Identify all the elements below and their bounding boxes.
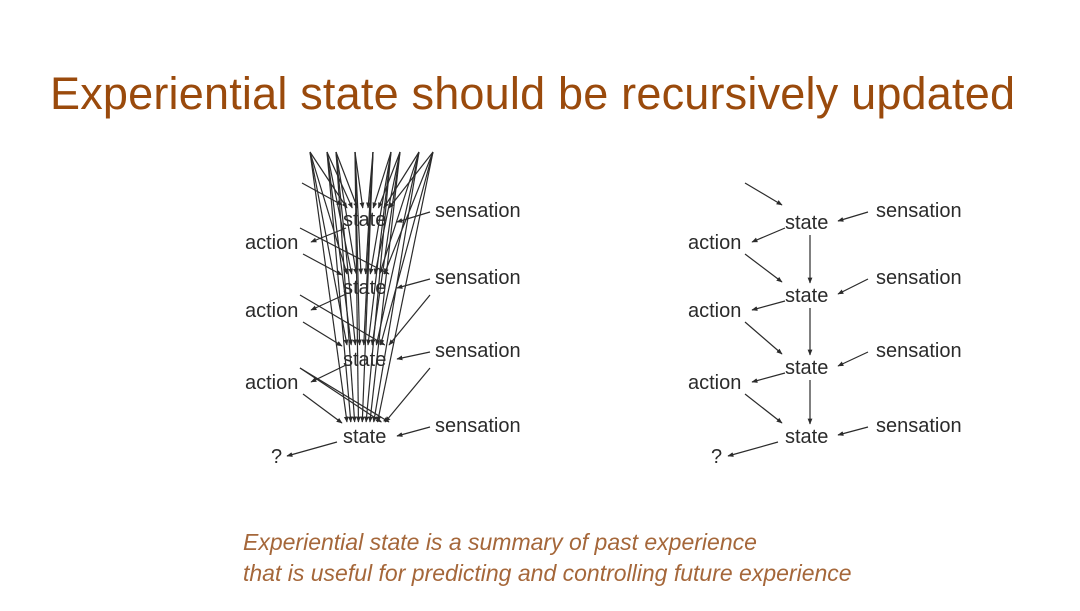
right-sensation-4: sensation: [876, 415, 962, 437]
caption: Experiential state is a summary of past …: [243, 527, 852, 589]
history-to-state-arrow: [354, 151, 365, 209]
caption-line-2: that is useful for predicting and contro…: [243, 560, 852, 586]
sensation-to-state-arrow: [396, 351, 431, 361]
history-to-state-arrow: [377, 151, 401, 209]
right-final-output: ?: [711, 446, 722, 468]
left-sensation-1: sensation: [435, 200, 521, 222]
history-to-state-arrow: [335, 151, 358, 346]
action-to-state-arrow: [302, 253, 343, 276]
sensation-to-state-arrow: [837, 426, 869, 436]
history-to-state-arrow: [368, 151, 392, 275]
previous-to-state-arrow: [301, 182, 343, 206]
left-diagram-full-history: state state state state sensation sensat…: [245, 151, 521, 468]
left-state-1: state: [343, 209, 386, 231]
history-to-state-arrow: [364, 151, 392, 423]
sensation-to-state-arrow: [837, 278, 869, 295]
history-to-state-arrow: [299, 367, 390, 423]
right-state-3: state: [785, 357, 828, 379]
history-to-state-arrow: [372, 151, 420, 423]
state-to-action-arrow: [751, 300, 786, 311]
history-to-state-arrow: [335, 151, 357, 423]
state-to-action-arrow: [751, 227, 786, 243]
right-action-2: action: [688, 300, 741, 322]
left-action-2: action: [245, 300, 298, 322]
left-sensation-3: sensation: [435, 340, 521, 362]
left-final-output: ?: [271, 446, 282, 468]
history-to-state-arrow: [376, 151, 434, 423]
action-to-state-arrow: [744, 253, 783, 283]
history-to-state-arrow: [366, 151, 392, 346]
left-state-4: state: [343, 426, 386, 448]
left-action-1: action: [245, 232, 298, 254]
history-to-state-arrow: [375, 151, 420, 346]
history-to-state-arrow: [309, 151, 348, 275]
state-to-action-arrow: [310, 227, 347, 243]
right-sensation-1: sensation: [876, 200, 962, 222]
right-diagram-recursive-update: state state state state sensation sensat…: [688, 182, 962, 468]
history-to-state-arrow: [388, 294, 431, 346]
history-to-state-arrow: [370, 151, 401, 346]
state-to-output-arrow: [286, 441, 338, 457]
history-to-state-arrow: [326, 151, 353, 209]
right-state-2: state: [785, 285, 828, 307]
history-to-state-arrow: [335, 151, 358, 275]
right-diagram-arrows: [727, 182, 869, 457]
history-to-state-arrow: [354, 151, 361, 423]
history-to-state-arrow: [383, 151, 420, 209]
right-sensation-2: sensation: [876, 267, 962, 289]
history-to-state-arrow: [299, 227, 390, 275]
sensation-to-state-arrow: [396, 426, 431, 437]
caption-line-1: Experiential state is a summary of past …: [243, 529, 757, 555]
left-sensation-2: sensation: [435, 267, 521, 289]
history-to-state-arrow: [384, 367, 431, 423]
history-to-state-arrow: [335, 151, 359, 209]
left-diagram-arrows: [286, 151, 434, 457]
right-state-1: state: [785, 212, 828, 234]
action-to-state-arrow: [744, 393, 783, 424]
sensation-to-state-arrow: [837, 351, 869, 367]
history-to-state-arrow: [388, 151, 434, 209]
history-to-state-arrow: [309, 151, 349, 423]
sensation-to-state-arrow: [837, 211, 869, 222]
right-action-3: action: [688, 372, 741, 394]
left-state-3: state: [343, 349, 386, 371]
history-to-state-arrow: [372, 151, 392, 209]
history-to-state-arrow: [299, 367, 382, 423]
sensation-to-state-arrow: [396, 278, 431, 289]
history-to-state-arrow: [368, 151, 401, 423]
history-to-state-arrow: [326, 151, 353, 423]
left-action-3: action: [245, 372, 298, 394]
slide-title: Experiential state should be recursively…: [50, 68, 1016, 119]
action-to-state-arrow: [302, 321, 343, 347]
history-to-state-arrow: [379, 151, 434, 346]
state-to-output-arrow: [727, 441, 779, 457]
right-action-1: action: [688, 232, 741, 254]
state-to-action-arrow: [751, 372, 786, 383]
history-to-state-arrow: [360, 151, 374, 423]
action-to-state-arrow: [744, 321, 783, 355]
action-to-state-arrow: [302, 393, 343, 424]
previous-to-state-arrow: [744, 182, 783, 206]
history-to-state-arrow: [379, 151, 420, 275]
right-state-4: state: [785, 426, 828, 448]
sensation-to-state-arrow: [396, 211, 431, 223]
left-state-2: state: [343, 277, 386, 299]
right-sensation-3: sensation: [876, 340, 962, 362]
history-to-state-arrow: [326, 151, 353, 275]
left-sensation-4: sensation: [435, 415, 521, 437]
